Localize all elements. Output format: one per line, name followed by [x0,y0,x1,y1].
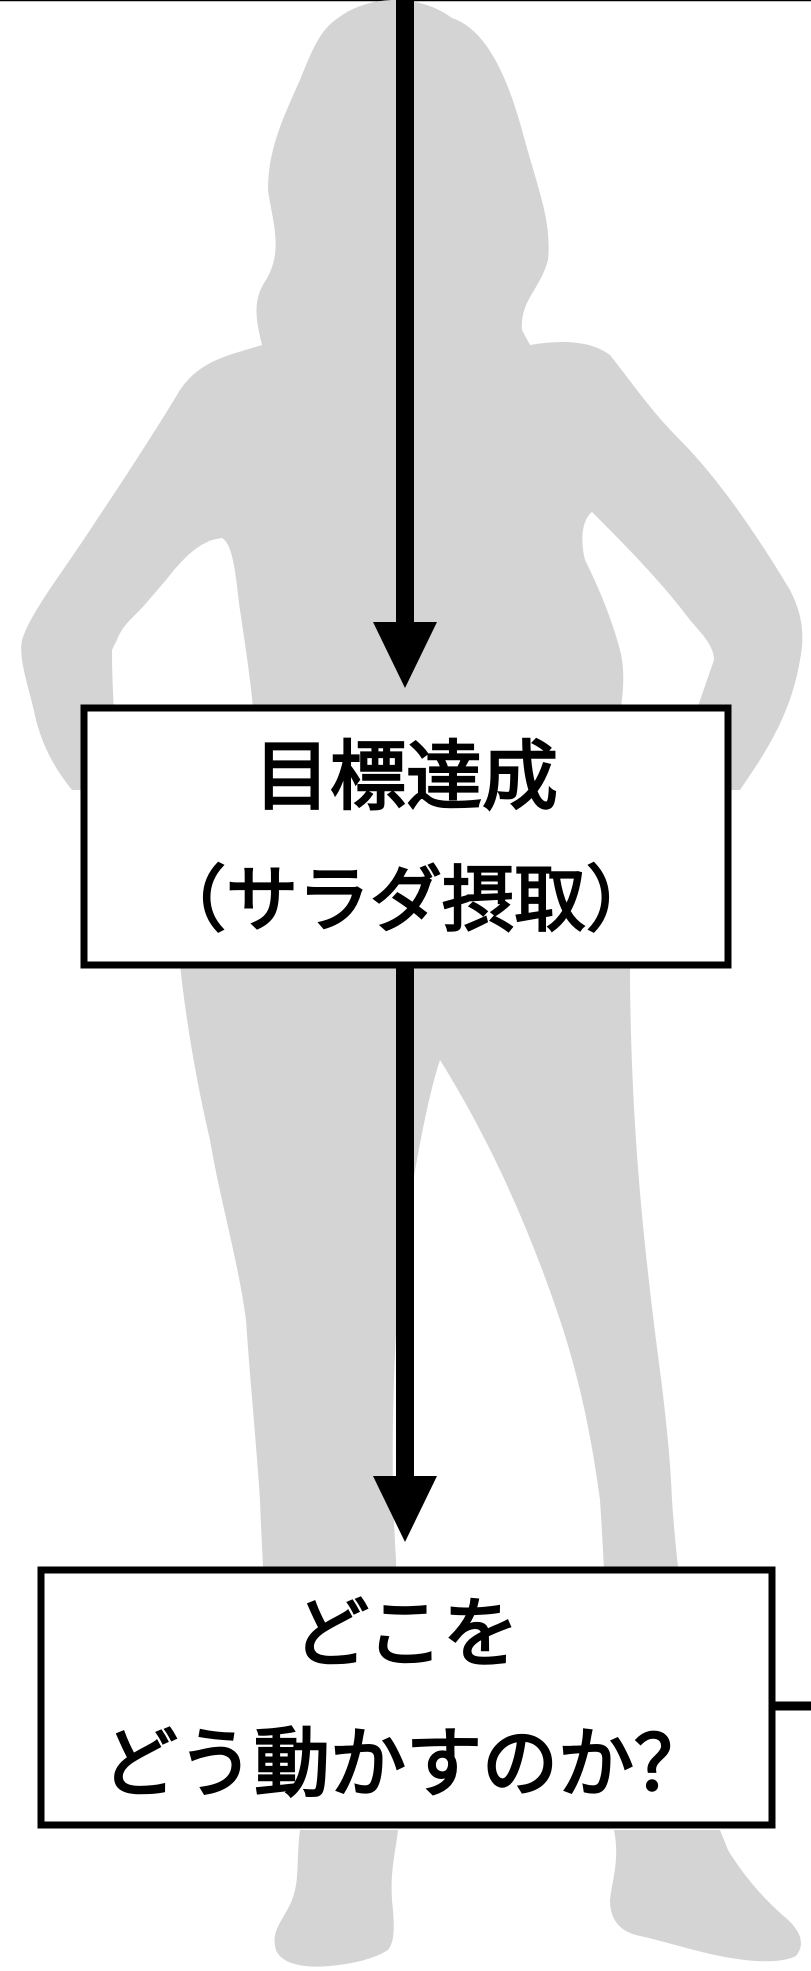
question-box-line2: どう動かすのか？ [102,1719,710,1808]
arrow-goal-to-question [373,968,437,1542]
goal-box: 目標達成 （サラダ摂取） [80,704,732,969]
question-box: どこを どう動かすのか？ [37,1566,776,1829]
goal-box-subtitle: （サラダ摂取） [154,858,658,942]
arrow-top-to-goal [373,0,437,688]
goal-box-title: 目標達成 [254,732,558,821]
question-box-line1: どこを [293,1589,519,1678]
